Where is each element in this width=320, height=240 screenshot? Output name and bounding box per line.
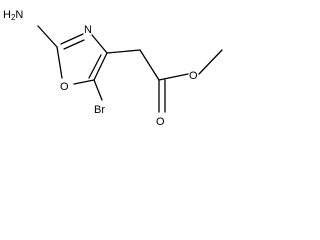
bond-c2-n3-double (63, 39, 85, 50)
bond-n3-c4 (91, 34, 108, 54)
bond-c2-n3 (60, 33, 84, 45)
molecule-structure: H2N N O Br O O (3, 9, 223, 128)
bond-c4-c5-double (88, 54, 102, 79)
bond-c4-c5 (93, 52, 108, 81)
bond-c4-ch2 (106, 49, 141, 54)
bond-carbonyl-oester (158, 73, 189, 81)
ring-oxygen-label: O (60, 81, 69, 93)
ester-oxygen-single-label: O (189, 70, 198, 82)
bond-c5-o1 (73, 79, 95, 85)
bond-c2-nh2 (37, 25, 58, 48)
bond-oester-methyl (198, 49, 223, 75)
bromine-label: Br (94, 104, 105, 116)
bond-ch2-carbonyl (139, 49, 160, 81)
bond-c5-br (93, 79, 103, 101)
ester-oxygen-double-label: O (156, 116, 165, 128)
amine-label: H2N (3, 9, 23, 22)
ring-nitrogen-label: N (84, 24, 92, 36)
bond-o1-c2 (56, 46, 63, 79)
